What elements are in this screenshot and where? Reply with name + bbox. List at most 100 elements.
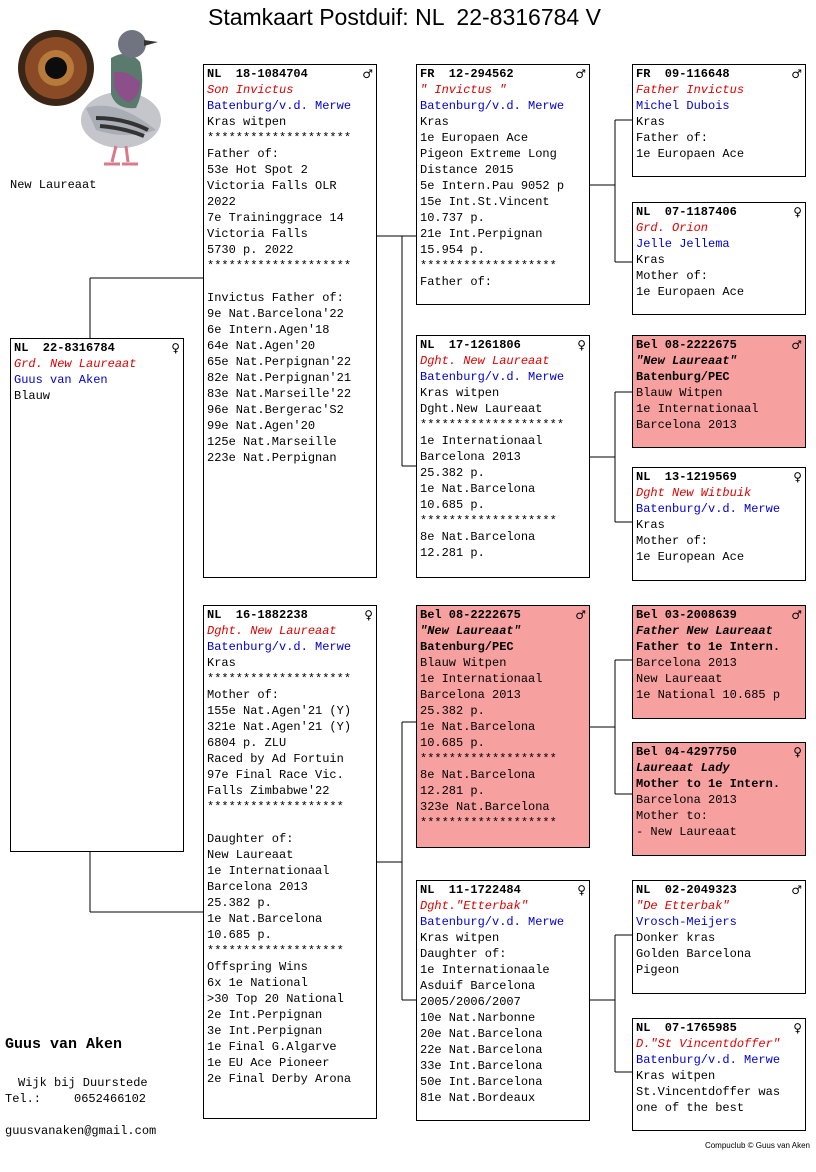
- pedigree-line: 1e Nat.Barcelona: [420, 720, 536, 734]
- pedigree-line: 1e Internationaal: [207, 864, 330, 878]
- pedigree-line: Kras witpen: [420, 931, 500, 945]
- card-header: NL 16-1882238♀: [207, 607, 373, 623]
- pedigree-line: 10.685 p.: [420, 498, 485, 512]
- pedigree-line: 1e EU Ace Pioneer: [207, 1056, 330, 1070]
- breeder-name: Batenburg/v.d. Merwe: [420, 370, 565, 384]
- card-header: Bel 04-4297750♀: [636, 744, 802, 760]
- pedigree-line: 3e Int.Perpignan: [207, 1024, 323, 1038]
- ring-number: NL 02-2049323: [636, 883, 737, 897]
- pigeon-name: Dght. New Laureaat: [420, 354, 550, 368]
- pedigree-line: *******************: [420, 752, 557, 766]
- card-header: NL 18-1084704♂: [207, 66, 373, 82]
- pedigree-line: Barcelona 2013: [636, 418, 737, 432]
- pedigree-line: >30 Top 20 National: [207, 992, 344, 1006]
- pedigree-line: Kras: [420, 115, 449, 129]
- pedigree-line: 1e Final G.Algarve: [207, 1040, 337, 1054]
- pigeon-card-fmf: Bel 08-2222675♂"New Laureaat"Batenburg/P…: [632, 335, 806, 448]
- breeder-name: Batenburg/PEC: [420, 640, 514, 654]
- female-icon: ♀: [793, 205, 802, 219]
- pedigree-line: 96e Nat.Bergerac'S2: [207, 403, 344, 417]
- pedigree-line: 6804 p. ZLU: [207, 736, 287, 750]
- owner-location: Wijk bij Duurstede: [18, 1076, 148, 1090]
- pedigree-line: New Laureaat: [207, 848, 294, 862]
- ring-number: NL 11-1722484: [420, 883, 521, 897]
- pedigree-line: 1e Europaen Ace: [636, 147, 745, 161]
- card-header: FR 12-294562♂: [420, 66, 586, 82]
- pedigree-line: Kras: [207, 656, 236, 670]
- pedigree-line: *******************: [420, 259, 557, 273]
- breeder-name: Michel Dubois: [636, 99, 730, 113]
- pedigree-line: *******************: [207, 944, 344, 958]
- pedigree-line: 65e Nat.Perpignan'22: [207, 355, 352, 369]
- pedigree-line: ********************: [420, 418, 565, 432]
- pedigree-line: 10e Nat.Narbonne: [420, 1011, 536, 1025]
- pedigree-line: 25.382 p.: [420, 466, 485, 480]
- pedigree-line: 1e National 10.685 p: [636, 688, 781, 702]
- pedigree-line: 53e Hot Spot 2: [207, 163, 308, 177]
- pedigree-line: 25.382 p.: [420, 704, 485, 718]
- pedigree-line: 83e Nat.Marseille'22: [207, 387, 352, 401]
- pigeon-name: Grd. Orion: [636, 221, 709, 235]
- owner-tel-label: Tel.:: [5, 1092, 42, 1106]
- breeder-name: Batenburg/v.d. Merwe: [207, 99, 352, 113]
- pedigree-line: Dght.New Laureaat: [420, 402, 543, 416]
- card-header: NL 22-8316784♀: [14, 340, 180, 356]
- pedigree-line: 33e Int.Barcelona: [420, 1059, 543, 1073]
- pedigree-line: Pigeon: [636, 963, 680, 977]
- pedigree-line: Mother of:: [636, 534, 709, 548]
- male-icon: ♂: [791, 608, 802, 622]
- male-icon: ♂: [362, 67, 373, 81]
- card-header: FR 09-116648♂: [636, 66, 802, 82]
- pedigree-line: 5e Intern.Pau 9052 p: [420, 179, 565, 193]
- pigeon-head: [118, 30, 146, 58]
- pedigree-line: Golden Barcelona: [636, 947, 752, 961]
- breeder-name: Vrosch-Meijers: [636, 915, 737, 929]
- pedigree-line: 323e Nat.Barcelona: [420, 800, 550, 814]
- card-header: Bel 08-2222675♂: [636, 337, 802, 353]
- pedigree-line: Blauw: [14, 389, 51, 403]
- pedigree-line: New Laureaat: [636, 672, 723, 686]
- pedigree-line: Kras witpen: [207, 115, 287, 129]
- ring-number: NL 07-1187406: [636, 205, 737, 219]
- pigeon-eye-pupil: [45, 57, 67, 79]
- pigeon-legs: [110, 145, 130, 163]
- ring-number: Bel 04-4297750: [636, 745, 737, 759]
- pigeon-name: Laureaat Lady: [636, 761, 730, 775]
- ring-number: NL 16-1882238: [207, 608, 308, 622]
- pedigree-line: Kras: [636, 115, 665, 129]
- photo-caption: New Laureaat: [10, 178, 97, 192]
- pedigree-line: Offspring Wins: [207, 960, 308, 974]
- ring-number: NL 13-1219569: [636, 470, 737, 484]
- pigeon-name: Dght New Witbuik: [636, 486, 752, 500]
- breeder-name: Batenburg/v.d. Merwe: [420, 99, 565, 113]
- pedigree-line: 321e Nat.Agen'21 (Y): [207, 720, 352, 734]
- card-header: Bel 08-2222675♂: [420, 607, 586, 623]
- pedigree-line: ********************: [207, 259, 352, 273]
- owner-email: guusvanaken@gmail.com: [5, 1124, 157, 1138]
- pedigree-line: 2e Int.Perpignan: [207, 1008, 323, 1022]
- owner-tel: 0652466102: [74, 1092, 147, 1106]
- breeder-name: Jelle Jellema: [636, 237, 730, 251]
- pigeon-name: "New Laureaat": [420, 624, 521, 638]
- pigeon-beak: [144, 40, 158, 46]
- pedigree-line: 7e Traininggrace 14: [207, 211, 344, 225]
- pedigree-line: 9e Nat.Barcelona'22: [207, 307, 344, 321]
- pedigree-line: *******************: [420, 514, 557, 528]
- breeder-name: Batenburg/v.d. Merwe: [636, 1053, 781, 1067]
- card-header: NL 13-1219569♀: [636, 469, 802, 485]
- ring-number: NL 07-1765985: [636, 1021, 737, 1035]
- male-icon: ♂: [791, 67, 802, 81]
- pedigree-line: 2e Final Derby Arona: [207, 1072, 352, 1086]
- pedigree-line: Mother to:: [636, 809, 709, 823]
- pedigree-line: 1e Internationaal: [420, 434, 543, 448]
- pigeon-name: D."St Vincentdoffer": [636, 1037, 781, 1051]
- pedigree-line: 8e Nat.Barcelona: [420, 768, 536, 782]
- pedigree-line: Barcelona 2013: [207, 880, 308, 894]
